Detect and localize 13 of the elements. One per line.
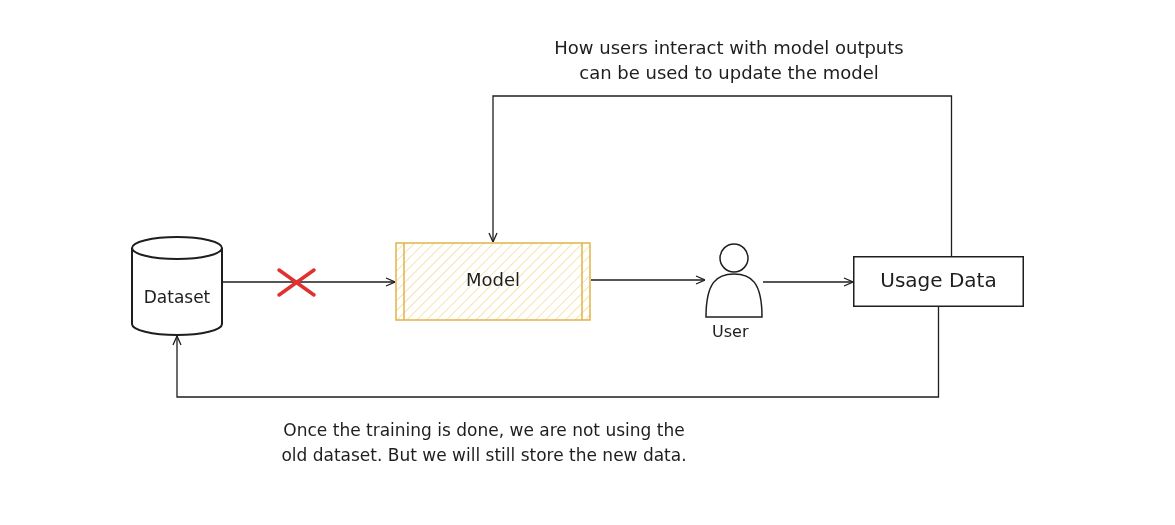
arrow [762,277,854,287]
node-label: Usage Data [879,268,998,292]
node-caption: User [712,322,749,341]
arrow [590,275,706,285]
process-box [395,242,591,321]
arrow [488,95,953,257]
user-icon [705,242,763,318]
arrow [222,277,396,287]
node-label: Dataset [142,287,212,307]
node-label: Model [464,269,521,290]
database-cylinder [131,236,223,336]
process-box [853,256,1024,307]
arrow [172,306,940,398]
